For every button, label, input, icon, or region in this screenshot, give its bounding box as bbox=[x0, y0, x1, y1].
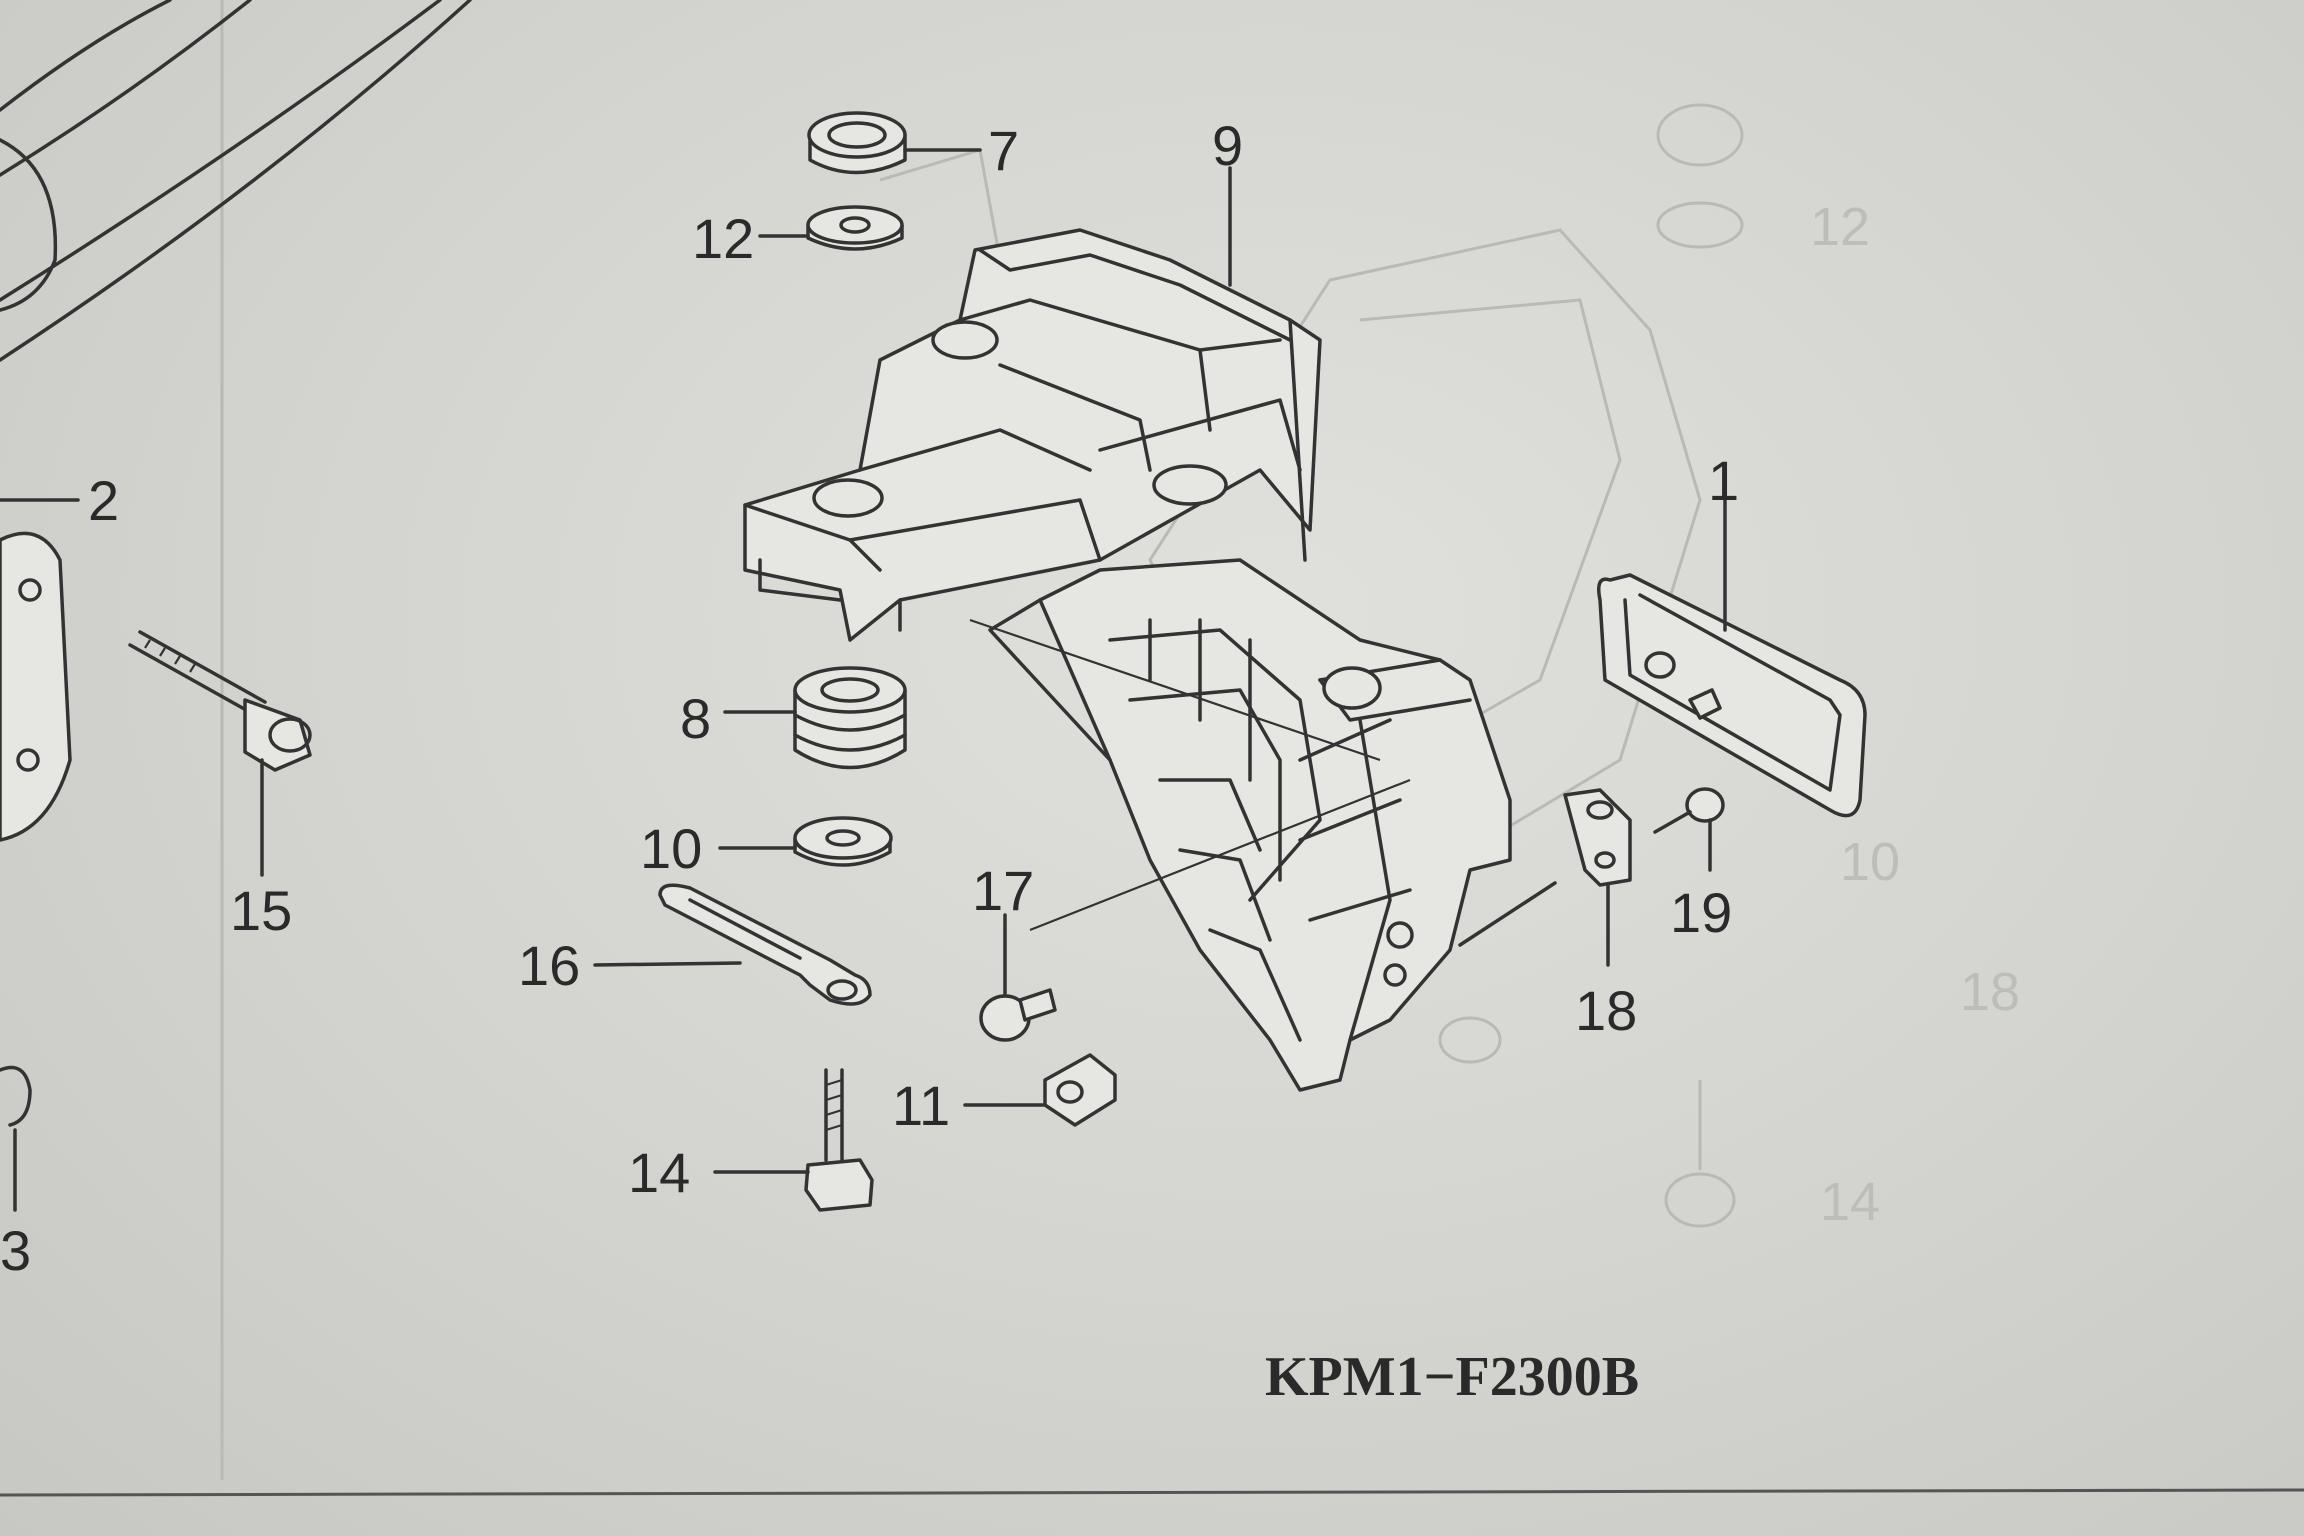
part-7-bushing bbox=[807, 111, 907, 175]
callout-1: 1 bbox=[1708, 449, 1739, 512]
callout-10: 10 bbox=[640, 817, 702, 880]
part-17-screw bbox=[979, 988, 1057, 1042]
callout-16: 16 bbox=[518, 934, 580, 997]
callout-17: 17 bbox=[972, 859, 1034, 922]
part-11-nut bbox=[1043, 1053, 1117, 1127]
part-10-washer bbox=[793, 816, 893, 867]
part-12-washer bbox=[806, 205, 904, 251]
left-bracket-drawing bbox=[0, 0, 472, 1127]
leader-lines bbox=[0, 148, 1727, 1212]
callout-8: 8 bbox=[680, 687, 711, 750]
callout-14: 14 bbox=[628, 1141, 690, 1204]
callout-9: 9 bbox=[1212, 114, 1243, 177]
bottom-rule bbox=[0, 1488, 2304, 1497]
callout-3: 3 bbox=[0, 1219, 31, 1282]
callout-12: 12 bbox=[692, 207, 754, 270]
part-16-ground-strap bbox=[658, 883, 872, 1006]
callout-11: 11 bbox=[892, 1074, 950, 1137]
part-14-bolt bbox=[804, 1068, 874, 1212]
part-19-screw bbox=[1653, 787, 1725, 834]
part-15-bolt bbox=[128, 630, 312, 772]
ghost-callout-10: 10 bbox=[1840, 832, 1900, 892]
ghost-callout-18: 18 bbox=[1960, 962, 2020, 1022]
ghost-callout-12: 12 bbox=[1810, 197, 1870, 257]
callout-15: 15 bbox=[230, 879, 292, 942]
drawing-code: KPM1−F2300B bbox=[1265, 1346, 1639, 1408]
part-9-upper-mount-bracket bbox=[743, 228, 1322, 642]
part-1-plate bbox=[1597, 573, 1867, 818]
lower-swivel-bracket bbox=[969, 558, 1512, 1092]
callout-7: 7 bbox=[988, 119, 1019, 182]
callouts: 7 9 12 2 1 8 15 10 17 19 16 18 11 14 3 bbox=[0, 114, 1739, 1282]
ghost-callout-14: 14 bbox=[1820, 1172, 1880, 1232]
ghost-print: 12 10 18 14 bbox=[879, 103, 2020, 1232]
callout-2: 2 bbox=[88, 469, 119, 532]
part-8-rubber-mount bbox=[793, 666, 907, 770]
callout-18: 18 bbox=[1575, 979, 1637, 1042]
callout-19: 19 bbox=[1670, 881, 1732, 944]
part-18-clip bbox=[1563, 788, 1632, 887]
